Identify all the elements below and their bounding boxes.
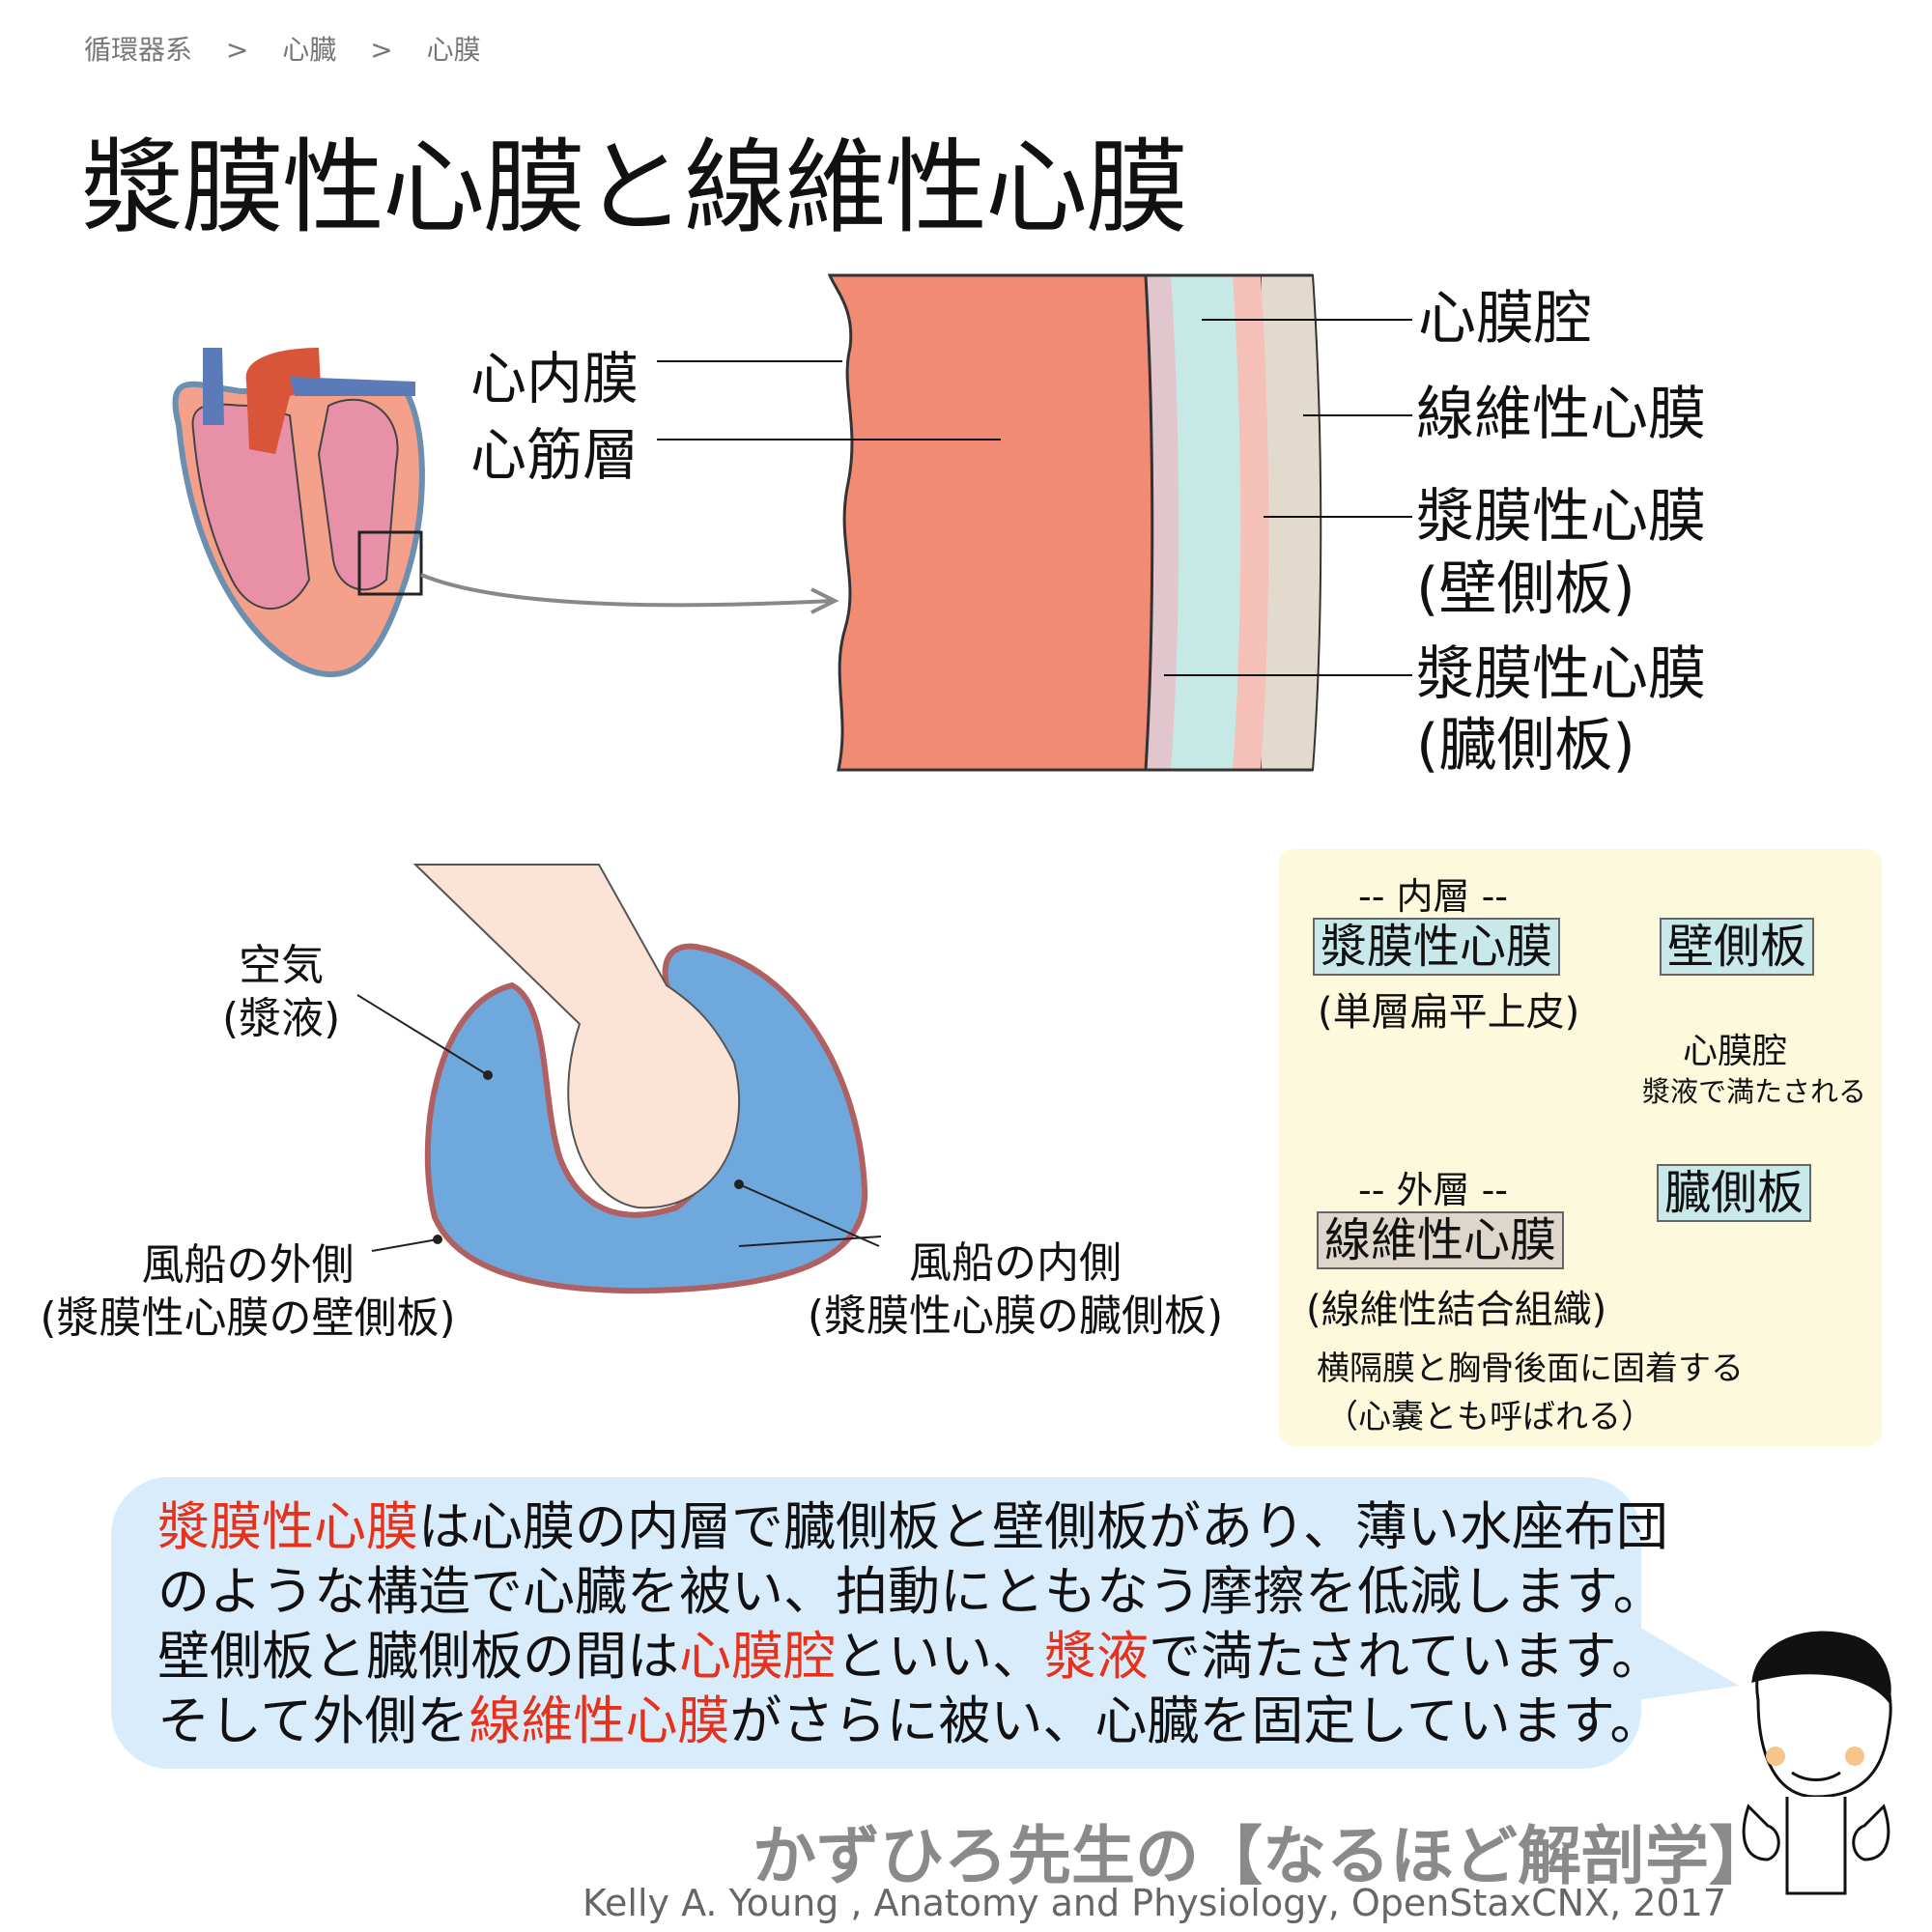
outer-text: 風船の外側: [141, 1240, 355, 1290]
breadcrumb: 循環器系 > 心臓 > 心膜: [84, 29, 506, 68]
breadcrumb-separator: >: [370, 34, 393, 66]
layer-diagram: [657, 273, 1412, 772]
text: といい、: [836, 1626, 1044, 1687]
term-cavity: 心膜腔: [679, 1626, 836, 1687]
text: そして外側を: [157, 1690, 469, 1751]
inner-text: 風船の内側: [909, 1238, 1122, 1288]
heart-illustration: [172, 348, 839, 678]
inner-sub-text: (漿膜性心膜の臓側板): [807, 1292, 1224, 1341]
cavity-label: 心膜腔: [1683, 1032, 1788, 1071]
breadcrumb-item[interactable]: 心膜: [426, 34, 481, 66]
bubble-tail: [1633, 1623, 1739, 1700]
breadcrumb-item[interactable]: 循環器系: [84, 34, 193, 66]
label-balloon-outer: 風船の外側(漿膜性心膜の壁側板): [25, 1238, 470, 1345]
serous-pericardium-box: 漿膜性心膜: [1313, 918, 1561, 976]
outer-sub-text: (漿膜性心膜の壁側板): [40, 1293, 456, 1343]
parietal-box: 壁側板: [1660, 918, 1815, 976]
air-sub-text: (漿液): [222, 994, 341, 1043]
label-fibrous-pericardium: 線維性心膜: [1416, 381, 1706, 448]
note-pericardial-sac: （心嚢とも呼ばれる）: [1325, 1398, 1654, 1436]
term-fibrous: 線維性心膜: [469, 1690, 730, 1751]
inner-layer-header: -- 内層 --: [1358, 875, 1509, 918]
info-panel: -- 内層 -- 漿膜性心膜 (単層扁平上皮) 壁側板 心膜腔 漿液で満たされる…: [1279, 849, 1882, 1446]
label-myocardium: 心筋層: [470, 422, 639, 488]
term-serous: 漿膜性心膜: [157, 1496, 418, 1557]
outer-layer-header: -- 外層 --: [1358, 1169, 1509, 1211]
label-balloon-inner: 風船の内側(漿膜性心膜の臓側板): [792, 1236, 1238, 1343]
teacher-character-icon: [1742, 1631, 1892, 1895]
citation: Kelly A. Young , Anatomy and Physiology,…: [582, 1882, 1726, 1924]
label-visceral-sub: (臓側板): [1416, 712, 1635, 780]
explanation-line-1: 漿膜性心膜は心膜の内層で臓側板と壁側板があり、薄い水座布団: [157, 1494, 1668, 1559]
label-endocardium: 心内膜: [470, 346, 639, 412]
note-attach: 横隔膜と胸骨後面に固着する: [1317, 1350, 1744, 1388]
visceral-box: 臓側板: [1657, 1164, 1812, 1222]
label-air: 空気(漿液): [222, 939, 340, 1045]
page-title: 漿膜性心膜と線維性心膜: [81, 128, 1188, 247]
text: 壁側板と臓側板の間は: [157, 1626, 679, 1687]
term-serous-fluid: 漿液: [1044, 1626, 1149, 1687]
label-parietal-sub: (壁側板): [1416, 555, 1635, 623]
fibrous-pericardium-box: 線維性心膜: [1317, 1211, 1565, 1269]
balloon-fist-illustration: [356, 864, 882, 1294]
explanation-line-2: のような構造で心臓を被い、拍動にともなう摩擦を低減します。: [157, 1561, 1665, 1622]
text: で満たされています。: [1149, 1626, 1663, 1687]
serous-sub: (単層扁平上皮): [1318, 990, 1580, 1035]
explanation-line-3: 壁側板と臓側板の間は心膜腔といい、漿液で満たされています。: [157, 1624, 1663, 1689]
fibrous-sub: (線維性結合組織): [1306, 1288, 1607, 1332]
breadcrumb-item[interactable]: 心臓: [282, 34, 337, 66]
text: がさらに被い、心臓を固定しています。: [729, 1690, 1662, 1751]
explanation-bubble: 漿膜性心膜は心膜の内層で臓側板と壁側板があり、薄い水座布団 のような構造で心臓を…: [111, 1477, 1668, 1769]
cavity-sub: 漿液で満たされる: [1642, 1075, 1867, 1108]
brand-title: かずひろ先生の【なるほど解剖学】: [753, 1819, 1773, 1893]
label-serous-visceral: 漿膜性心膜: [1416, 640, 1706, 708]
label-serous-parietal: 漿膜性心膜: [1416, 483, 1706, 551]
air-text: 空気: [239, 941, 325, 990]
label-pericardial-cavity: 心膜腔: [1418, 285, 1592, 353]
explanation-line-4: そして外側を線維性心膜がさらに被い、心臓を固定しています。: [157, 1689, 1662, 1753]
breadcrumb-separator: >: [225, 34, 249, 66]
text: は心膜の内層で臓側板と壁側板があり、薄い水座布団: [418, 1496, 1668, 1557]
